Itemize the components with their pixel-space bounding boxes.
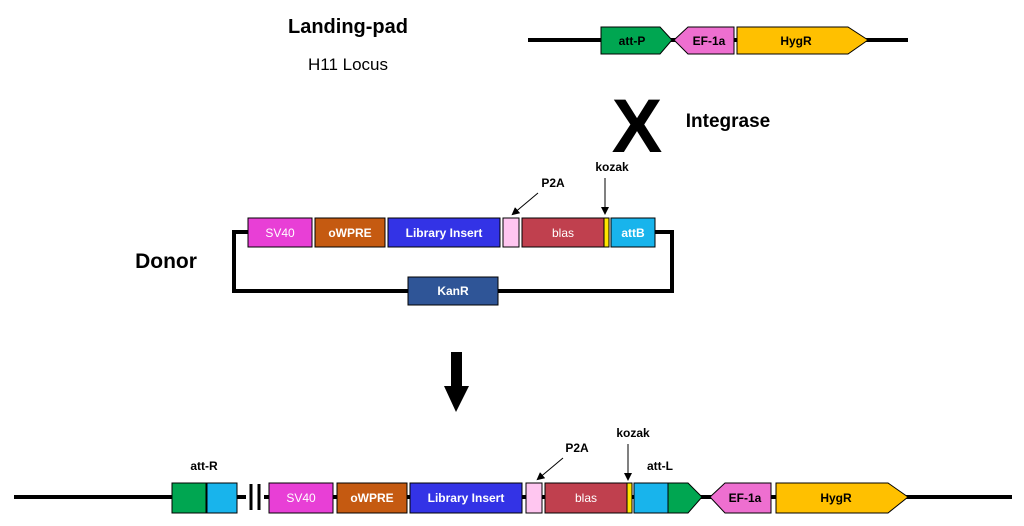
product-library-insert-block bbox=[409, 482, 523, 514]
landing-pad-ef1a-block bbox=[673, 26, 735, 55]
donor-attb-block bbox=[610, 217, 656, 248]
landing-pad-hygr-label: HygR bbox=[780, 34, 812, 48]
donor-sv40-block bbox=[247, 217, 313, 248]
donor-owpre-label: oWPRE bbox=[328, 226, 371, 240]
donor-kozak-callout: kozak bbox=[595, 160, 629, 174]
landing-pad-ef1a-label: EF-1a bbox=[693, 34, 726, 48]
donor-blas-label: blas bbox=[552, 226, 574, 240]
product-kozak-callout: kozak bbox=[616, 426, 650, 440]
donor-attb-label: attB bbox=[621, 226, 645, 240]
product-ef1a-block bbox=[709, 482, 772, 514]
product-hygr-label: HygR bbox=[820, 491, 852, 505]
donor-sv40-label: SV40 bbox=[265, 226, 295, 240]
product-blas-label: blas bbox=[575, 491, 597, 505]
product-attl-green-block bbox=[667, 482, 703, 514]
product-attr-cyan-block bbox=[206, 482, 238, 514]
donor-blas-block bbox=[521, 217, 605, 248]
product-p2a-arrow bbox=[536, 457, 564, 481]
donor-label: Donor bbox=[135, 250, 197, 273]
product-kozak-block bbox=[626, 482, 633, 514]
landing-pad-title: Landing-pad bbox=[288, 16, 408, 38]
product-sv40-block bbox=[268, 482, 334, 514]
integrase-label: Integrase bbox=[686, 111, 770, 132]
donor-kozak-block bbox=[603, 217, 610, 248]
product-hygr-block bbox=[775, 482, 909, 514]
integrase-cross: X bbox=[612, 84, 663, 169]
down-arrow-icon bbox=[444, 386, 469, 412]
product-attl-cyan-block bbox=[633, 482, 669, 514]
donor-p2a-block bbox=[502, 217, 520, 248]
product-break-gap bbox=[246, 486, 264, 508]
reaction-arrow-shaft bbox=[451, 352, 462, 388]
donor-owpre-block bbox=[314, 217, 386, 248]
product-p2a-callout: P2A bbox=[565, 441, 589, 455]
product-attr-green-block bbox=[171, 482, 207, 514]
donor-kanr-block bbox=[407, 276, 499, 306]
product-library-insert-label: Library Insert bbox=[428, 491, 505, 505]
donor-p2a-callout: P2A bbox=[541, 176, 565, 190]
donor-p2a-arrow bbox=[511, 192, 539, 216]
donor-kanr-label: KanR bbox=[437, 284, 469, 298]
landing-pad-subtitle: H11 Locus bbox=[308, 55, 388, 74]
product-sv40-label: SV40 bbox=[286, 491, 316, 505]
landing-pad-attp-label: att-P bbox=[619, 34, 646, 48]
product-owpre-block bbox=[336, 482, 408, 514]
donor-library-insert-label: Library Insert bbox=[406, 226, 483, 240]
product-ef1a-label: EF-1a bbox=[729, 491, 762, 505]
landing-pad-attp-block bbox=[600, 26, 673, 55]
product-owpre-label: oWPRE bbox=[350, 491, 393, 505]
product-attl-label: att-L bbox=[647, 459, 673, 473]
landing-pad-hygr-block bbox=[736, 26, 869, 55]
donor-library-insert-block bbox=[387, 217, 501, 248]
product-attr-label: att-R bbox=[190, 459, 218, 473]
product-blas-block bbox=[544, 482, 628, 514]
product-p2a-block bbox=[525, 482, 543, 514]
